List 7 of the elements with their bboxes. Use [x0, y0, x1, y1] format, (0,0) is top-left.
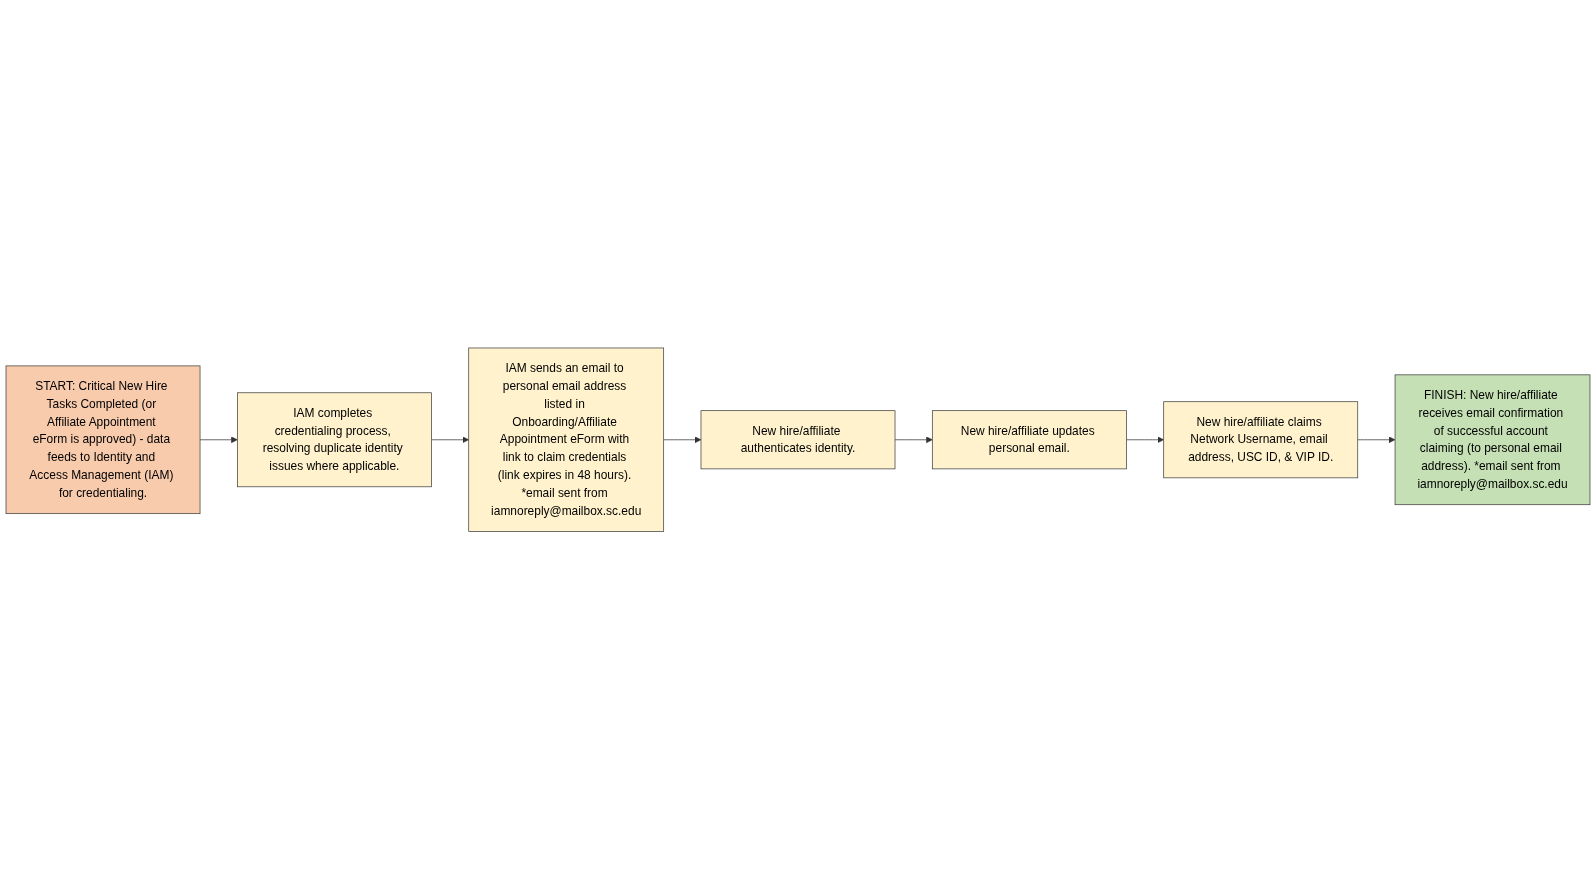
- node-box: New hire/affiliate authenticates identity.: [700, 410, 896, 469]
- node-box: New hire/affiliate updates personal email.: [931, 410, 1127, 469]
- node-box: START: Critical New Hire Tasks Completed (or Affiliate Appointment eForm is approved) - data feeds to Identity and Access Management (IAM) for credentialing.: [5, 365, 201, 514]
- node-box: IAM completes credentialing process, resolving duplicate identity issues where applicable.: [237, 392, 432, 487]
- node-box: FINISH: New hire/affiliate receives email confirmation of successful account claiming (to personal email address). *email sent from iamnoreply@mailbox.sc.edu: [1394, 374, 1591, 505]
- node-box: IAM sends an email to personal email address listed in Onboarding/Affiliate Appointment eForm with link to claim credentials (link expires in 48 hours). *email sent from iamnoreply@mailbox.sc.edu: [468, 347, 665, 532]
- node-box: New hire/affiliate claims Network Username, email address, USC ID, & VIP ID.: [1163, 401, 1359, 478]
